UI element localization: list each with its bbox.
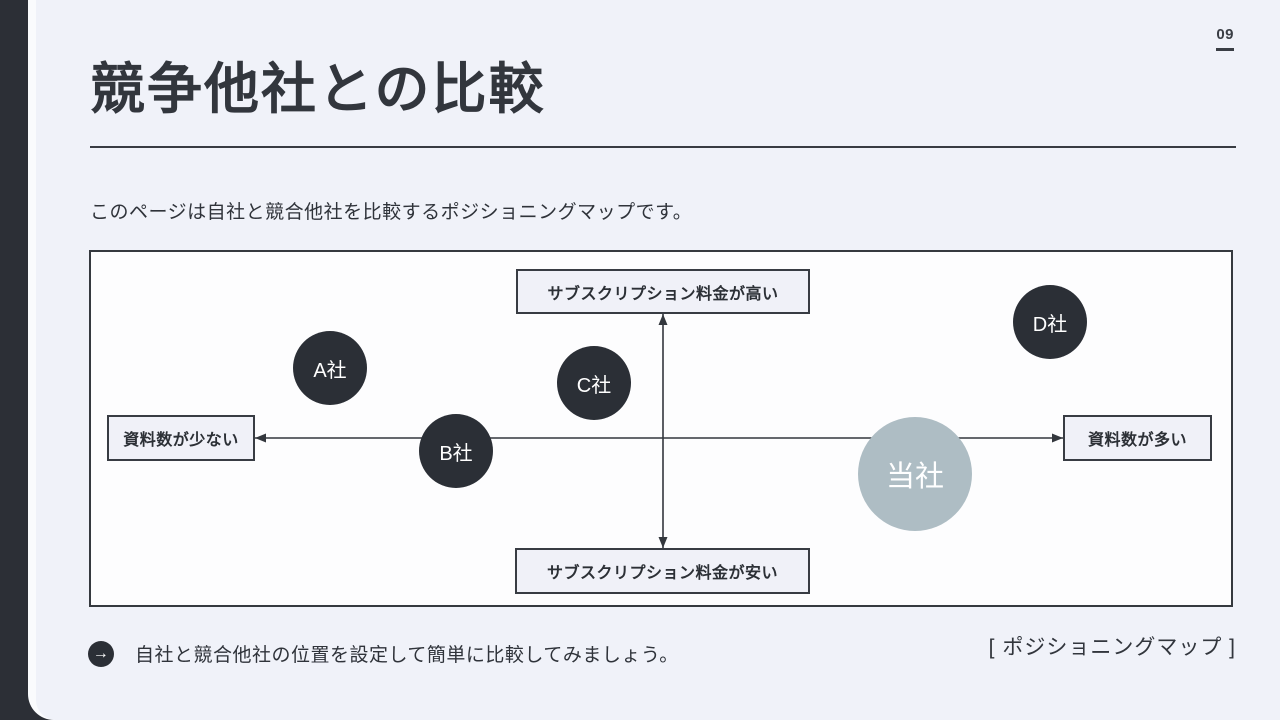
page-title: 競争他社との比較 — [90, 58, 546, 120]
axis-label-docs-many: 資料数が多い — [1063, 415, 1212, 461]
company-d-label: D社 — [1032, 313, 1068, 336]
company-d-circle: D社 — [1013, 285, 1087, 359]
company-c-circle: C社 — [557, 346, 631, 420]
company-c-label: C社 — [576, 374, 612, 397]
page-number-underline — [1216, 48, 1234, 51]
page-number-text: 09 — [1216, 26, 1234, 43]
title-divider — [90, 146, 1236, 148]
page-number: 09 — [1216, 26, 1234, 51]
company-b-circle: B社 — [419, 414, 493, 488]
footer-note-text: 自社と競合他社の位置を設定して簡単に比較してみましょう。 — [135, 645, 679, 666]
footer-tag: [ ポジショニングマップ ] — [988, 636, 1236, 659]
arrow-right-icon: → — [88, 640, 114, 667]
own-company-label: 当社 — [885, 461, 944, 493]
slide-card: 09 競争他社との比較 このページは自社と競合他社を比較するポジショニングマップ… — [28, 0, 1280, 720]
slide-subtitle: このページは自社と競合他社を比較するポジショニングマップです。 — [90, 202, 693, 223]
axis-label-docs-few: 資料数が少ない — [107, 415, 255, 461]
company-b-label: B社 — [439, 442, 473, 465]
own-company-circle: 当社 — [858, 417, 972, 531]
footer-note-row: → 自社と競合他社の位置を設定して簡単に比較してみましょう。 — [88, 640, 679, 667]
company-a-circle: A社 — [293, 331, 367, 405]
axis-label-price-high: サブスクリプション料金が高い — [516, 269, 810, 314]
positioning-map: サブスクリプション料金が高い サブスクリプション料金が安い 資料数が少ない 資料… — [89, 250, 1233, 607]
company-a-label: A社 — [313, 359, 347, 382]
slide: 09 競争他社との比較 このページは自社と競合他社を比較するポジショニングマップ… — [36, 0, 1280, 720]
axis-label-price-low: サブスクリプション料金が安い — [515, 548, 810, 594]
